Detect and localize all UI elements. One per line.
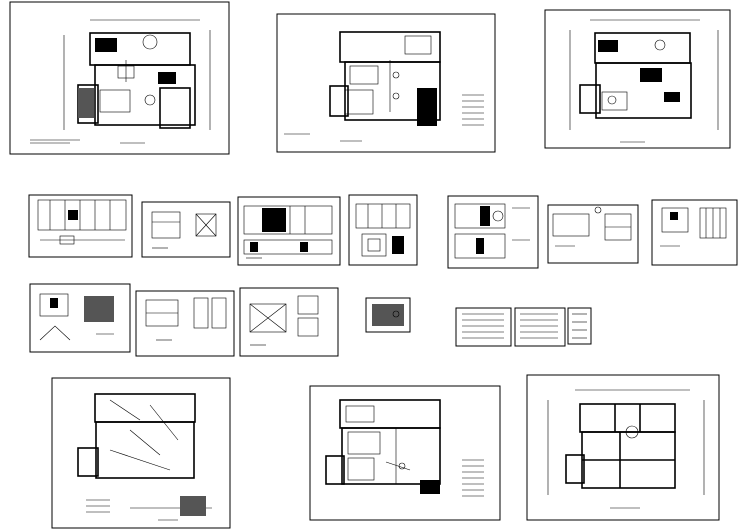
sheet-legend-2[interactable] (514, 307, 566, 347)
sheet-elevation-5[interactable] (447, 195, 539, 269)
sheet-elevation-7[interactable] (651, 199, 738, 266)
sheet-detail-2[interactable] (135, 290, 235, 357)
sheet-detail-4[interactable] (365, 297, 411, 333)
sheet-floor-plan-furnished[interactable] (9, 1, 230, 155)
sheet-detail-1[interactable] (29, 283, 131, 353)
sheet-lighting-plan[interactable] (309, 385, 501, 521)
sheet-detail-3[interactable] (239, 287, 339, 357)
sheet-floor-plan-alt[interactable] (544, 9, 731, 149)
sheet-elevation-3[interactable] (237, 196, 341, 266)
sheet-ceiling-plan[interactable] (276, 13, 496, 153)
sheet-legend-3[interactable] (567, 307, 592, 345)
sheet-wall-plan[interactable] (526, 374, 720, 521)
sheet-legend-1[interactable] (455, 307, 512, 347)
sheet-elevation-2[interactable] (141, 201, 231, 258)
sheet-elevation-4[interactable] (348, 194, 418, 266)
sheet-elevation-6[interactable] (547, 204, 639, 264)
sheet-elevation-1[interactable] (28, 194, 133, 258)
sheet-electrical-plan[interactable] (51, 377, 231, 529)
